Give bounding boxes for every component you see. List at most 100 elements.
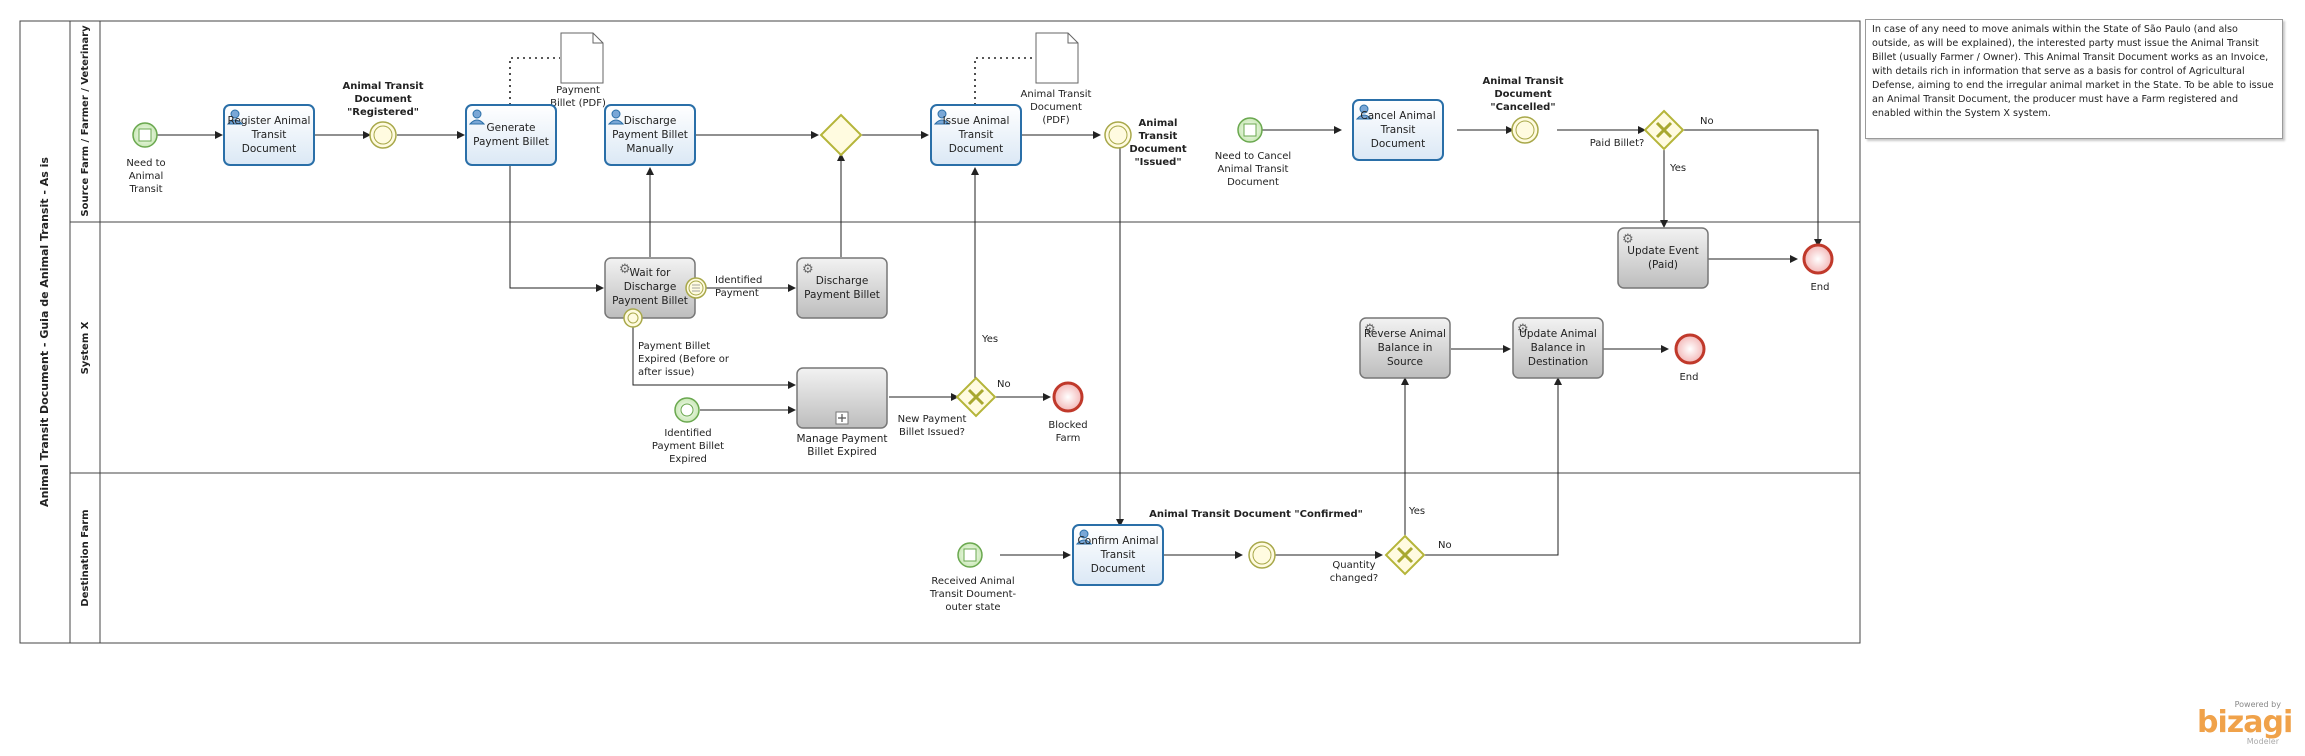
svg-text:Transit: Transit: [1380, 124, 1416, 136]
gateway-quantity-changed: Quantity changed?: [1330, 534, 1426, 584]
billet-expired-label-1: Expired (Before or: [638, 354, 730, 365]
task-discharge-system[interactable]: ⚙ Discharge Payment Billet: [796, 257, 888, 319]
task-issue-document[interactable]: Issue Animal Transit Document: [930, 104, 1022, 166]
task-update-destination[interactable]: ⚙ Update Animal Balance in Destination: [1512, 317, 1604, 379]
svg-text:Paid Billet?: Paid Billet?: [1590, 138, 1645, 149]
task-wait-discharge[interactable]: ⚙ Wait for Discharge Payment Billet: [604, 257, 696, 319]
doc-pdf-label-0: Animal Transit: [1021, 89, 1092, 100]
pool: Animal Transit Document - Guia de Animal…: [19, 20, 1861, 644]
pool-title: Animal Transit Document - Guia de Animal…: [38, 157, 51, 507]
start-event-need-cancel: Need to Cancel Animal Transit Document: [1215, 117, 1291, 188]
svg-text:Destination: Destination: [1528, 356, 1588, 368]
task-confirm-document[interactable]: Confirm Animal Transit Document: [1072, 524, 1164, 586]
svg-text:Transit Doument-: Transit Doument-: [929, 589, 1017, 600]
svg-text:changed?: changed?: [1330, 573, 1378, 584]
svg-text:outer state: outer state: [945, 602, 1000, 613]
svg-text:Identified: Identified: [664, 428, 711, 439]
svg-text:Payment Billet: Payment Billet: [652, 441, 724, 452]
end-event-1: End: [1802, 243, 1834, 293]
identified-payment-label-0: Identified: [715, 275, 762, 286]
start-event-identified-expired: Identified Payment Billet Expired: [652, 397, 724, 465]
svg-text:Generate: Generate: [486, 122, 535, 134]
svg-text:Update Animal: Update Animal: [1519, 328, 1597, 340]
svg-text:Quantity: Quantity: [1332, 560, 1375, 571]
svg-text:Animal Transit: Animal Transit: [1482, 76, 1563, 87]
svg-text:Transit: Transit: [958, 129, 994, 141]
brand-name: bizagi: [2197, 705, 2293, 740]
data-object-doc-pdf: Animal Transit Document (PDF): [1021, 32, 1092, 126]
svg-text:Need to: Need to: [126, 158, 165, 169]
svg-text:Cancel Animal: Cancel Animal: [1360, 110, 1435, 122]
lane-destination-label: Destination Farm: [80, 509, 91, 606]
svg-text:Payment Billet: Payment Billet: [804, 289, 880, 301]
powered-by-label: Powered by: [2234, 700, 2281, 709]
event-issued: Animal Transit Document "Issued": [1104, 118, 1187, 168]
user-icon: [607, 109, 625, 125]
svg-text:Document: Document: [1371, 138, 1425, 150]
svg-text:Document: Document: [1129, 144, 1187, 155]
svg-text:Confirm Animal: Confirm Animal: [1077, 535, 1158, 547]
svg-text:Animal Transit: Animal Transit: [342, 81, 423, 92]
svg-text:Balance in: Balance in: [1378, 342, 1433, 354]
modeler-label: Modeler: [2246, 737, 2279, 746]
svg-text:Issue Animal: Issue Animal: [943, 115, 1010, 127]
svg-text:Balance in: Balance in: [1531, 342, 1586, 354]
svg-text:Transit: Transit: [1139, 131, 1178, 142]
svg-text:Animal: Animal: [1139, 118, 1178, 129]
svg-text:Billet Expired: Billet Expired: [807, 446, 877, 458]
bizagi-logo: Powered by bizagi Modeler: [2197, 700, 2293, 750]
svg-text:Document: Document: [1227, 177, 1279, 188]
user-icon: [468, 109, 486, 125]
subprocess-manage-expired[interactable]: Manage Payment Billet Expired: [796, 367, 888, 458]
flow-label-no-qty: No: [1438, 540, 1452, 551]
svg-text:Payment Billet: Payment Billet: [612, 129, 688, 141]
gear-icon: ⚙: [1517, 322, 1529, 337]
task-reverse-balance[interactable]: ⚙ Reverse Animal Balance in Source: [1359, 317, 1451, 379]
timer-boundary-event: [623, 308, 643, 328]
svg-text:"Cancelled": "Cancelled": [1490, 102, 1555, 113]
text-annotation: In case of any need to move animals with…: [1865, 19, 2283, 139]
billet-pdf-label-0: Payment: [556, 85, 600, 96]
task-cancel-document[interactable]: Cancel Animal Transit Document: [1352, 99, 1444, 161]
svg-text:Document: Document: [949, 143, 1003, 155]
flow-label-no-billet: No: [997, 379, 1011, 390]
svg-text:Discharge: Discharge: [816, 275, 869, 287]
svg-text:Transit: Transit: [128, 184, 162, 195]
lane-system-label: System X: [80, 321, 91, 374]
event-confirmed: Animal Transit Document "Confirmed": [1149, 509, 1363, 569]
task-discharge-manually[interactable]: Discharge Payment Billet Manually: [604, 104, 696, 166]
end-event-2: End: [1674, 333, 1706, 383]
svg-text:Manually: Manually: [626, 143, 673, 155]
flow-label-yes-paid: Yes: [1669, 163, 1686, 174]
user-icon: [1075, 529, 1093, 545]
svg-text:Register Animal: Register Animal: [228, 115, 311, 127]
gateway-parallel-merge: [819, 113, 863, 157]
svg-text:Payment Billet: Payment Billet: [612, 295, 688, 307]
svg-text:Expired: Expired: [669, 454, 707, 465]
billet-expired-label-2: after issue): [638, 367, 695, 378]
task-generate-payment-billet[interactable]: Generate Payment Billet: [465, 104, 557, 166]
lane-source-label: Source Farm / Farmer / Veterinary: [80, 25, 91, 217]
sequence-flows: [157, 126, 1822, 559]
doc-pdf-label-2: (PDF): [1042, 115, 1069, 126]
gear-icon: ⚙: [619, 262, 631, 277]
svg-text:Manage Payment: Manage Payment: [796, 433, 887, 445]
user-icon: [1355, 104, 1373, 120]
end-event-blocked: Blocked Farm: [1048, 381, 1088, 444]
gateway-new-billet: New Payment Billet Issued?: [898, 376, 997, 438]
svg-text:Animal Transit: Animal Transit: [1218, 164, 1289, 175]
task-register[interactable]: Register Animal Transit Document: [223, 104, 315, 166]
message-catch-event: [685, 277, 707, 299]
svg-text:Source: Source: [1387, 356, 1423, 368]
svg-text:Blocked: Blocked: [1048, 420, 1087, 431]
event-registered: Animal Transit Document "Registered": [342, 81, 424, 149]
svg-text:Document: Document: [354, 94, 412, 105]
billet-pdf-label-1: Billet (PDF): [550, 98, 606, 109]
svg-text:Document: Document: [1091, 563, 1145, 575]
svg-text:Billet Issued?: Billet Issued?: [899, 427, 965, 438]
svg-text:Discharge: Discharge: [624, 115, 677, 127]
task-update-event[interactable]: ⚙ Update Event (Paid): [1617, 227, 1709, 289]
svg-text:Document: Document: [1494, 89, 1552, 100]
svg-text:Animal Transit Document "Confi: Animal Transit Document "Confirmed": [1149, 509, 1363, 520]
svg-text:Farm: Farm: [1056, 433, 1081, 444]
